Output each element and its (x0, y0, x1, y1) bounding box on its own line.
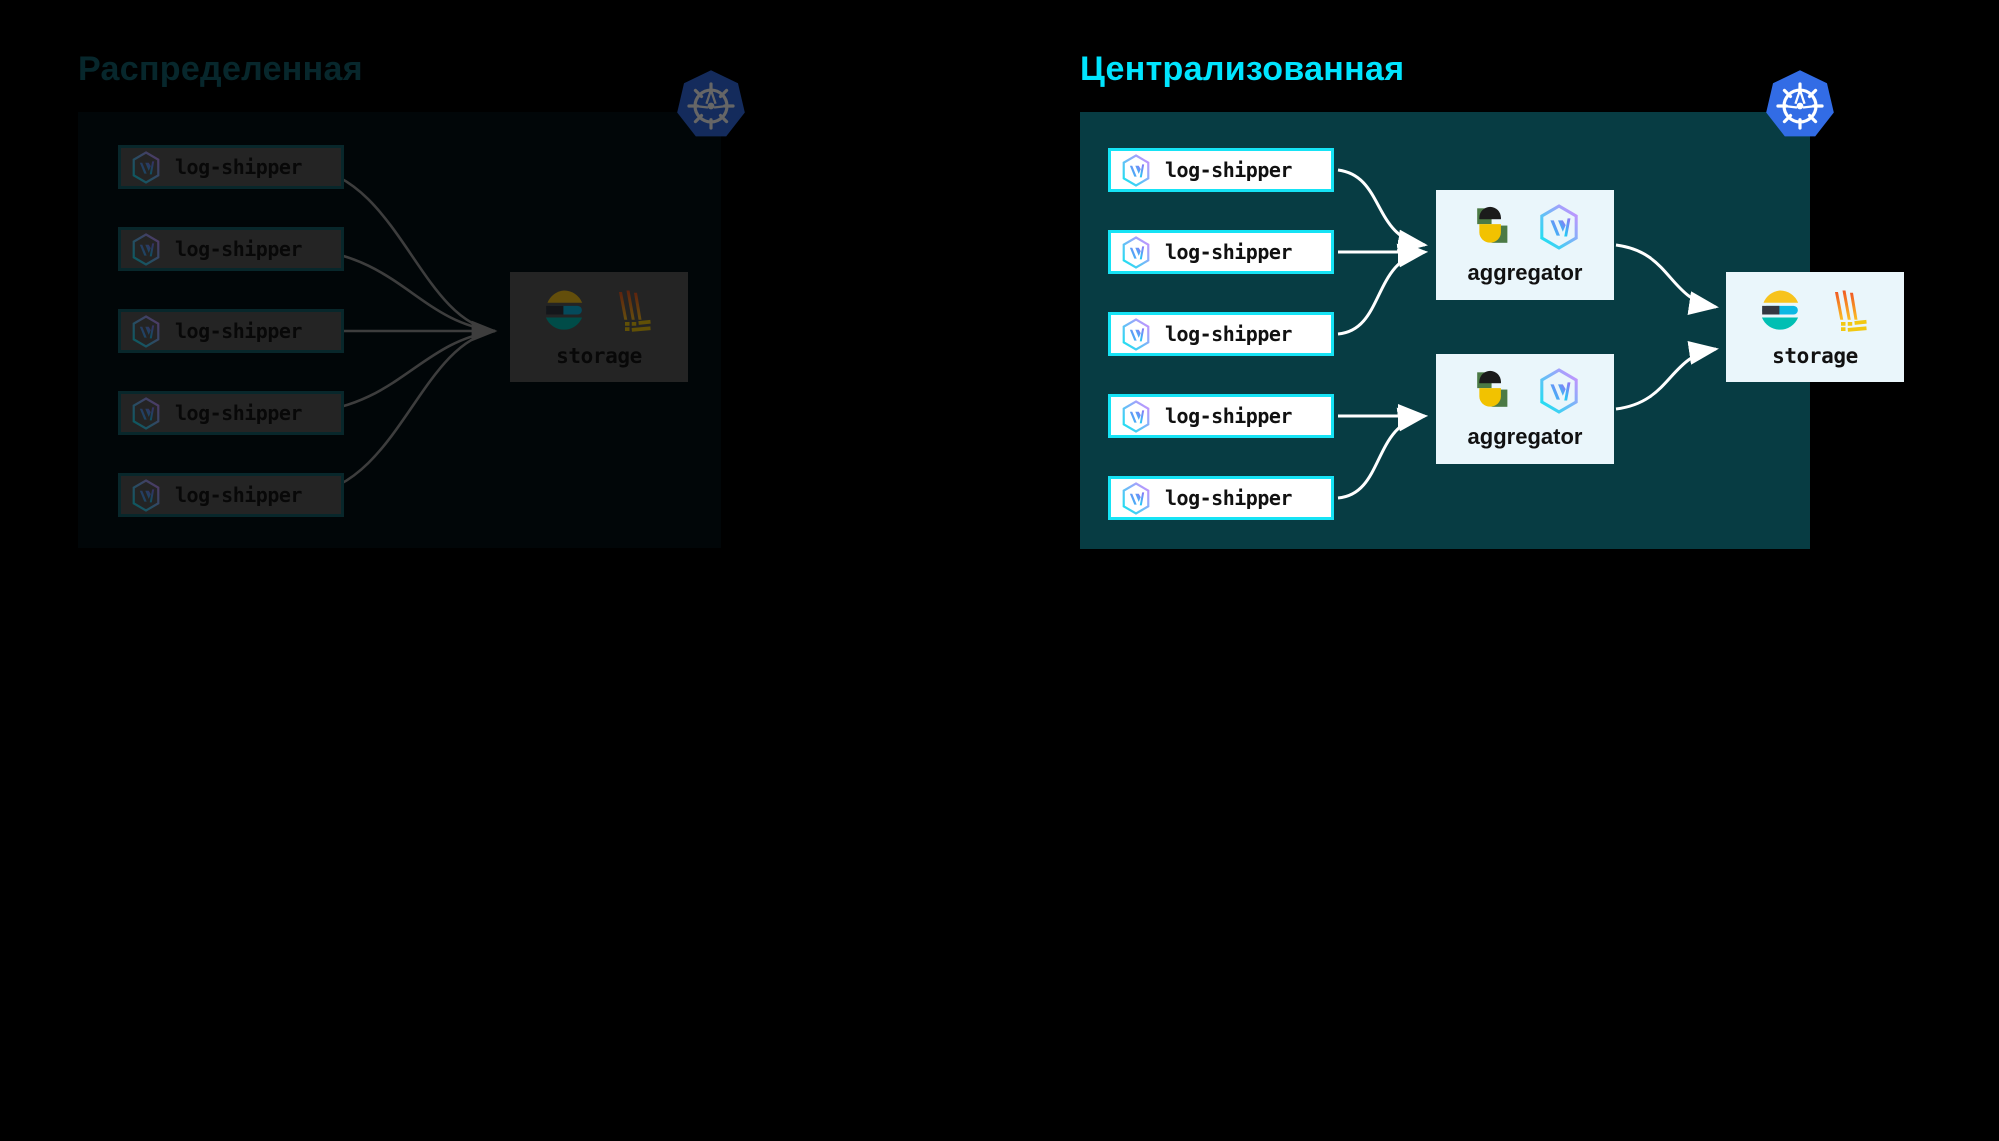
loki-icon (1826, 286, 1874, 334)
kubernetes-icon (1762, 68, 1838, 144)
storage-caption: storage (1772, 344, 1858, 368)
page-title: Централизованная (1080, 50, 1405, 88)
list-item[interactable]: log-shipper (118, 145, 344, 189)
vector-icon (1121, 400, 1151, 433)
aggregator-caption: aggregator (1467, 260, 1583, 285)
vector-icon (1121, 154, 1151, 187)
vector-icon (131, 315, 161, 348)
list-item[interactable]: log-shipper (1108, 394, 1334, 438)
vector-icon (131, 233, 161, 266)
aggregator-caption: aggregator (1467, 424, 1583, 449)
page-title: Распределенная (78, 50, 363, 88)
node-label: log-shipper (175, 319, 302, 343)
storage-logos (540, 286, 658, 334)
list-item[interactable]: log-shipper (118, 473, 344, 517)
aggregator-logos (1470, 204, 1580, 250)
list-item[interactable]: log-shipper (1108, 312, 1334, 356)
list-item[interactable]: log-shipper (118, 309, 344, 353)
node-label: log-shipper (175, 155, 302, 179)
storage-caption: storage (556, 344, 642, 368)
vector-icon (1121, 236, 1151, 269)
node-label: log-shipper (175, 483, 302, 507)
list-item[interactable]: log-shipper (1108, 230, 1334, 274)
elasticsearch-icon (1756, 286, 1804, 334)
node-label: log-shipper (175, 401, 302, 425)
list-item[interactable]: log-shipper (118, 227, 344, 271)
vector-icon (1121, 318, 1151, 351)
list-item[interactable]: log-shipper (118, 391, 344, 435)
node-label: log-shipper (175, 237, 302, 261)
vector-icon (131, 479, 161, 512)
cluster-box-distributed (78, 112, 721, 548)
elasticsearch-icon (540, 286, 588, 334)
vector-icon (1538, 204, 1580, 250)
aggregator-node[interactable]: aggregator (1436, 354, 1614, 464)
vector-icon (131, 151, 161, 184)
node-label: log-shipper (1165, 240, 1292, 264)
node-label: log-shipper (1165, 158, 1292, 182)
loki-icon (610, 286, 658, 334)
aggregator-node[interactable]: aggregator (1436, 190, 1614, 300)
node-label: log-shipper (1165, 486, 1292, 510)
fluentbit-icon (1470, 204, 1516, 250)
vector-icon (1121, 482, 1151, 515)
storage-node[interactable]: storage (1726, 272, 1904, 382)
vector-icon (1538, 368, 1580, 414)
storage-logos (1756, 286, 1874, 334)
fluentbit-icon (1470, 368, 1516, 414)
list-item[interactable]: log-shipper (1108, 148, 1334, 192)
vector-icon (131, 397, 161, 430)
storage-node[interactable]: storage (510, 272, 688, 382)
node-label: log-shipper (1165, 404, 1292, 428)
list-item[interactable]: log-shipper (1108, 476, 1334, 520)
node-label: log-shipper (1165, 322, 1292, 346)
kubernetes-icon (673, 68, 749, 144)
aggregator-logos (1470, 368, 1580, 414)
